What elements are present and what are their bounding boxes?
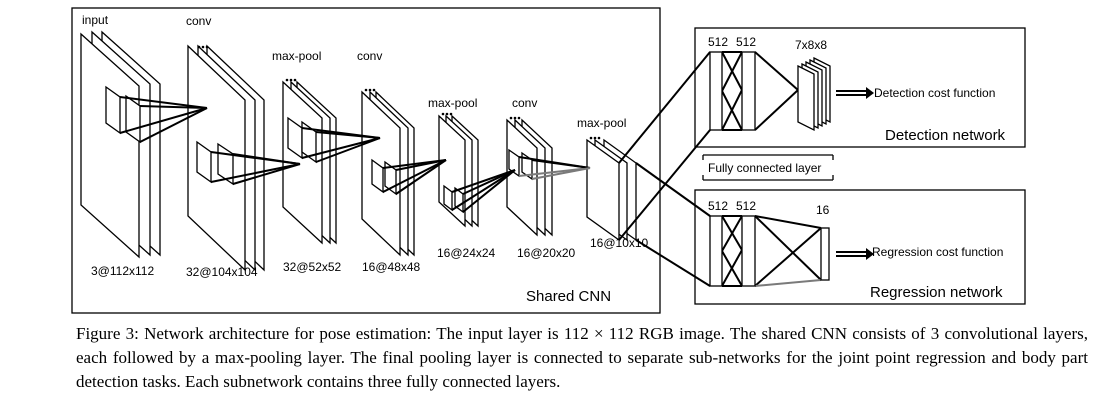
dim-input: 3@112x112 <box>91 264 154 278</box>
detection-network-box <box>694 27 1026 148</box>
detection-fc1 <box>709 51 723 131</box>
detection-fc-lines <box>618 51 799 241</box>
pool3-stack <box>586 138 637 242</box>
label-conv3: conv <box>512 96 537 110</box>
input-layer-stack <box>80 30 161 259</box>
label-input: input <box>82 13 109 27</box>
regression-output-layer <box>820 227 830 281</box>
detection-size-1: 512 <box>708 35 728 49</box>
label-pool2: max-pool <box>428 96 477 110</box>
dim-conv2: 16@48x48 <box>362 260 421 274</box>
regression-fc2 <box>741 215 756 287</box>
label-pool3: max-pool <box>577 116 626 130</box>
regression-network-box <box>694 189 1026 305</box>
dim-conv1: 32@104x104 <box>186 265 258 279</box>
dim-pool2: 16@24x24 <box>437 246 496 260</box>
dim-pool1: 32@52x52 <box>283 260 342 274</box>
ellipsis-dots <box>197 45 601 140</box>
regression-output-label: Regression cost function <box>872 245 1003 259</box>
fc-bracket <box>702 154 834 181</box>
fc-layer-label: Fully connected layer <box>708 161 821 175</box>
detection-fc2 <box>741 51 756 131</box>
figure-caption: Figure 3: Network architecture for pose … <box>76 322 1088 394</box>
architecture-diagram: input conv max-pool conv max-pool conv m… <box>71 7 1026 314</box>
detection-size-2: 512 <box>736 35 756 49</box>
regression-fc1 <box>709 215 723 287</box>
dim-pool3: 16@10x10 <box>590 236 649 250</box>
detection-output-arrow <box>836 87 874 99</box>
caption-prefix: Figure 3: Network architecture for pose … <box>76 324 564 343</box>
label-conv1: conv <box>186 14 211 28</box>
regression-size-2: 512 <box>736 199 756 213</box>
detection-output-stack <box>797 56 831 132</box>
conv3-stack <box>506 118 553 237</box>
projection-lines <box>119 96 591 213</box>
regression-output-arrow <box>836 248 874 260</box>
dim-conv3: 16@20x20 <box>517 246 576 260</box>
regression-size-1: 512 <box>708 199 728 213</box>
detection-size-3: 7x8x8 <box>795 38 827 52</box>
input-kernels <box>105 85 141 144</box>
shared-cnn-title: Shared CNN <box>526 288 611 305</box>
detection-network-title: Detection network <box>885 127 1006 144</box>
regression-size-3: 16 <box>816 203 830 217</box>
caption-math: 112 × 112 <box>563 324 634 343</box>
label-conv2: conv <box>357 49 382 63</box>
caption-suffix: RGB image. The shared CNN consists of 3 … <box>76 324 1089 391</box>
shared-cnn-box <box>71 7 661 314</box>
regression-network-title: Regression network <box>870 284 1003 301</box>
regression-fc-lines <box>635 162 822 287</box>
label-pool1: max-pool <box>272 49 321 63</box>
pool2-stack <box>438 114 479 228</box>
detection-output-label: Detection cost function <box>874 86 995 100</box>
